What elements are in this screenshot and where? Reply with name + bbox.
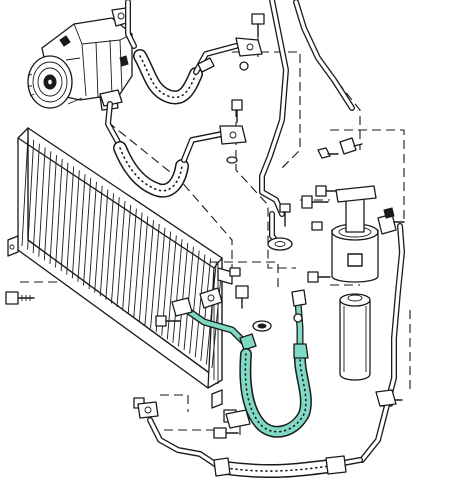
condenser-fin [66, 166, 75, 275]
bolt-condenser-left [5, 291, 35, 305]
condenser-fin [88, 181, 97, 290]
condenser-fin [60, 162, 69, 272]
mounting-bolts [133, 13, 403, 439]
condenser [7, 127, 233, 409]
assembly-dashed-lines [20, 20, 411, 440]
condenser-fin [110, 197, 120, 304]
condenser-lug-right [217, 267, 233, 285]
bottom-hose-flange [137, 401, 159, 419]
condenser-fin [32, 143, 40, 254]
compressor [27, 7, 133, 111]
condenser-fin [127, 208, 137, 315]
condenser-fin [138, 216, 149, 322]
condenser-fin [155, 227, 166, 333]
condenser-lug-bottom [211, 389, 223, 409]
condenser-fin [83, 178, 92, 286]
condenser-fin [133, 212, 143, 318]
condenser-fin [166, 235, 177, 340]
condenser-fin [200, 258, 212, 361]
discharge-hose-flange [219, 125, 247, 145]
condenser-fin [38, 147, 46, 257]
receiver-bracket [331, 229, 379, 283]
suction-hose [125, 0, 263, 105]
condenser-fin [172, 239, 183, 343]
liquid-line-upper [259, 0, 355, 251]
pipe-flange-lower [267, 237, 293, 251]
liquid-line-right [359, 223, 405, 463]
condenser-fin [194, 254, 206, 358]
condenser-fins [21, 135, 223, 369]
condenser-fin [178, 243, 189, 347]
receiver-drier [331, 185, 379, 381]
condenser-fin [43, 151, 52, 261]
condenser-lug-left [7, 235, 19, 257]
condenser-fin [116, 200, 126, 308]
bottom-hose [137, 401, 363, 479]
suction-hose-flange [235, 37, 263, 57]
condenser-fin [94, 185, 103, 293]
condenser-fin [55, 158, 63, 268]
condenser-fin [122, 204, 132, 311]
condenser-fin [189, 250, 200, 354]
condenser-fin [150, 223, 160, 329]
condenser-fin [21, 135, 29, 247]
pressure-switch [377, 207, 405, 235]
pipe-clip-right [375, 389, 397, 407]
discharge-hose [99, 89, 247, 198]
condenser-fin [99, 189, 109, 297]
hose-fitting-left [199, 287, 272, 332]
condenser-fin [49, 155, 57, 264]
condenser-fin [71, 170, 80, 279]
condenser-fin [77, 174, 86, 282]
condenser-fin [144, 220, 154, 325]
highlighted-hose [171, 289, 312, 438]
condenser-fin [105, 193, 115, 300]
